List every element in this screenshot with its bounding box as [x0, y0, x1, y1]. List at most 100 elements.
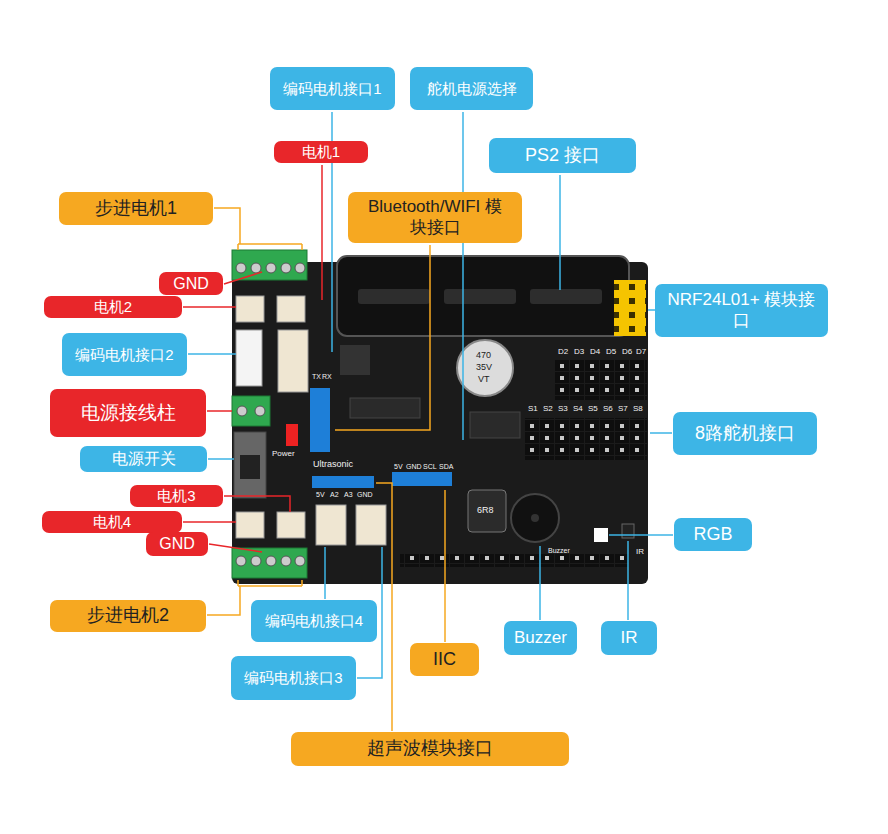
motor-connector	[236, 296, 264, 322]
screw	[251, 556, 261, 566]
power-switch	[234, 432, 266, 498]
silkscreen-label: A3	[344, 491, 353, 498]
silkscreen-label: 35V	[476, 363, 492, 372]
encoder-connector	[356, 505, 386, 545]
callout-text: 编码电机接口1	[283, 80, 381, 98]
silkscreen-label: Power	[272, 450, 295, 458]
leader-line	[650, 432, 672, 434]
callout-box: 编码电机接口4	[251, 600, 377, 642]
silkscreen-label: S6	[603, 405, 613, 413]
silkscreen-label: RX	[322, 373, 332, 380]
silkscreen-label: D2	[558, 348, 568, 356]
leader-line	[376, 483, 392, 731]
leader-line	[539, 546, 541, 620]
leader-line	[321, 165, 323, 300]
silkscreen-label: 5V	[316, 491, 325, 498]
callout-box: 电机3	[130, 485, 223, 507]
ir-receiver	[622, 524, 634, 538]
chip	[340, 345, 370, 375]
ps2-slot	[530, 289, 602, 304]
silkscreen-label: S2	[543, 405, 553, 413]
silkscreen-label: VT	[478, 375, 490, 384]
silkscreen-label: IR	[636, 548, 644, 556]
silkscreen-label: GND	[357, 491, 373, 498]
silkscreen-label: D6	[622, 348, 632, 356]
silkscreen-label: D4	[590, 348, 600, 356]
buzzer	[511, 494, 559, 542]
leader-line	[335, 245, 430, 430]
silkscreen-label: S1	[528, 405, 538, 413]
callout-text: 编码电机接口4	[265, 612, 363, 630]
callout-text: IIC	[433, 649, 456, 671]
callout-box: 舵机电源选择	[410, 67, 533, 110]
callout-box: GND	[159, 272, 223, 295]
ps2-slot	[358, 289, 430, 304]
callout-text: 电机3	[157, 487, 195, 505]
iic-header	[392, 472, 452, 486]
callout-box: NRF24L01+ 模块接口	[655, 284, 828, 337]
leader-line	[324, 547, 326, 599]
callout-text: Buzzer	[514, 628, 567, 648]
encoder-connector	[236, 330, 262, 386]
silkscreen-label: SDA	[439, 463, 453, 470]
callout-box: Bluetooth/WIFI 模块接口	[348, 192, 522, 243]
silkscreen-label: S8	[633, 405, 643, 413]
terminal-block	[232, 250, 307, 280]
callout-box: 步进电机1	[59, 192, 213, 225]
silkscreen-label: 6R8	[477, 506, 494, 515]
chip	[470, 412, 520, 438]
silkscreen-label: S3	[558, 405, 568, 413]
callout-box: 电机1	[274, 141, 368, 163]
callout-text: GND	[173, 274, 209, 293]
silkscreen-label: 5V	[394, 463, 403, 470]
leader-line	[224, 496, 290, 512]
callout-box: 超声波模块接口	[291, 732, 569, 766]
screw	[295, 263, 305, 273]
silkscreen-label: D7	[636, 348, 646, 356]
leader-line	[609, 534, 673, 536]
callout-box: GND	[146, 532, 208, 555]
callout-text: 步进电机1	[95, 198, 177, 220]
callout-text: GND	[159, 534, 195, 553]
motor-connector	[277, 512, 305, 538]
silkscreen-label: GND	[406, 463, 422, 470]
screw	[251, 263, 261, 273]
callout-box: 编码电机接口3	[231, 656, 356, 700]
silkscreen-label: 470	[476, 351, 491, 360]
leader-line	[444, 490, 446, 642]
motor-connector	[277, 296, 305, 322]
d-pin-header	[555, 360, 647, 400]
screw	[281, 263, 291, 273]
callout-box: 8路舵机接口	[673, 412, 817, 455]
servo-pin-header	[525, 418, 647, 460]
callout-box: 电机4	[42, 511, 182, 533]
leader-line	[183, 521, 236, 523]
screw	[281, 556, 291, 566]
callout-text: 电源开关	[112, 449, 176, 468]
callout-box: IR	[601, 621, 657, 655]
callout-text: 舵机电源选择	[427, 80, 517, 98]
screw	[237, 406, 247, 416]
callout-text: 电机1	[302, 143, 340, 161]
callout-text: Bluetooth/WIFI 模块接口	[360, 197, 510, 238]
terminal-block	[232, 548, 307, 578]
screw	[295, 556, 305, 566]
switch-slider	[240, 455, 260, 479]
chip	[350, 398, 420, 418]
callout-box: 电机2	[44, 296, 182, 318]
rgb-led	[594, 528, 608, 542]
callout-text: 步进电机2	[87, 605, 169, 627]
callout-box: Buzzer	[504, 621, 577, 655]
screw	[236, 556, 246, 566]
callout-text: 超声波模块接口	[367, 738, 493, 760]
silkscreen-label: S4	[573, 405, 583, 413]
callout-box: 编码电机接口1	[270, 67, 395, 110]
silkscreen-label: A2	[330, 491, 339, 498]
screw	[266, 263, 276, 273]
ps2-slot	[444, 289, 516, 304]
silkscreen-label: D3	[574, 348, 584, 356]
nrf-header	[614, 280, 646, 336]
buzzer-hole	[531, 514, 539, 522]
bottom-pin-header	[400, 554, 630, 567]
leader-line	[559, 175, 561, 290]
